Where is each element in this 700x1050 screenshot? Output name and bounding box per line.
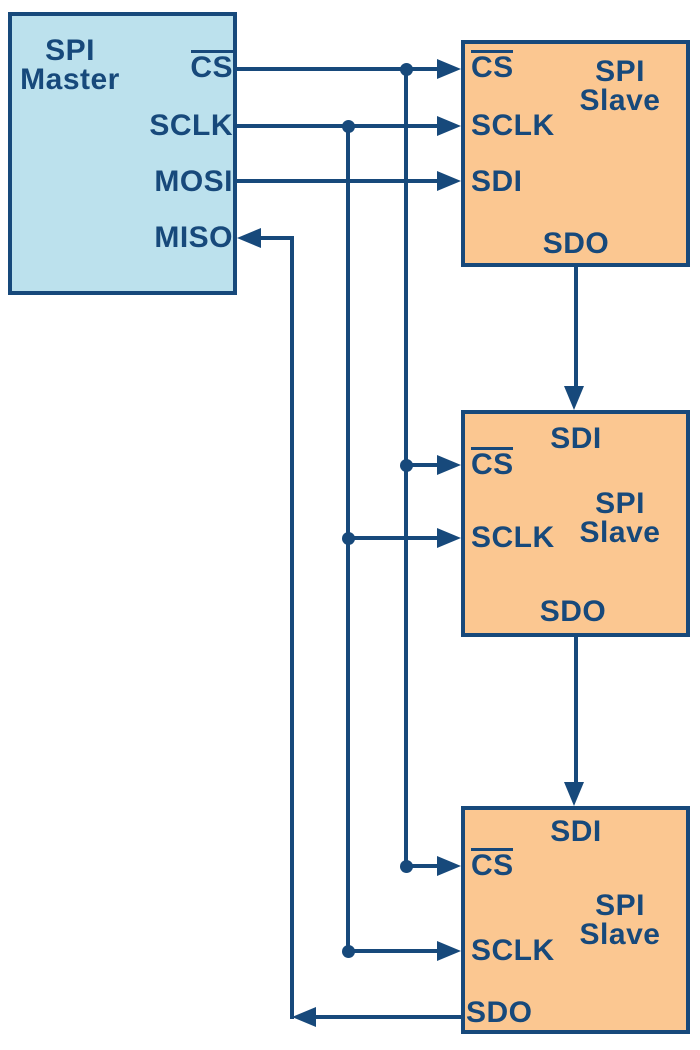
master-title-line2: Master xyxy=(20,63,120,96)
slave1-pin-sdo: SDO xyxy=(542,227,610,260)
slave2-pin-cs-label: CS xyxy=(471,448,514,481)
arrowhead-miso-master xyxy=(237,228,261,248)
slave1-title: SPI Slave xyxy=(559,55,681,117)
slave1-title-line2: Slave xyxy=(579,84,661,117)
slave2-title: SPI Slave xyxy=(559,487,681,549)
cs-overline xyxy=(191,50,233,53)
wire-slave3-sdo-horizontal xyxy=(314,1015,461,1019)
wire-slave1-sdo-to-slave2-sdi xyxy=(574,267,578,388)
wire-cs-to-slave2 xyxy=(406,463,439,467)
master-pin-mosi: MOSI xyxy=(154,165,233,198)
wire-sclk-master-to-slave1 xyxy=(237,124,439,128)
slave3-title: SPI Slave xyxy=(559,889,681,951)
wire-sclk-to-slave3 xyxy=(348,949,439,953)
spi-slave1-box xyxy=(461,40,690,267)
slave3-pin-sdo: SDO xyxy=(466,996,533,1029)
junction-dot-cs-slave1 xyxy=(400,63,413,76)
master-pin-cs-label: CS xyxy=(190,51,233,84)
arrowhead-cs-slave1 xyxy=(437,59,461,79)
arrowhead-sclk-slave3 xyxy=(437,941,461,961)
slave3-pin-sdi: SDI xyxy=(550,815,602,848)
junction-dot-sclk-slave2 xyxy=(342,532,355,545)
arrowhead-sclk-slave2 xyxy=(437,528,461,548)
slave3-title-line2: Slave xyxy=(579,918,661,951)
wire-cs-master-to-slave1 xyxy=(237,67,439,71)
cs-overline xyxy=(471,848,513,851)
wire-miso-vertical xyxy=(290,236,294,1019)
master-pin-cs: CS xyxy=(133,50,233,86)
master-pin-miso: MISO xyxy=(154,221,233,254)
arrowhead-miso-corner xyxy=(292,1007,316,1027)
arrowhead-slave2-sdi xyxy=(564,386,584,410)
wire-miso-to-master xyxy=(259,236,294,240)
slave3-pin-sclk: SCLK xyxy=(471,934,555,967)
slave2-pin-sclk: SCLK xyxy=(471,521,555,554)
arrowhead-slave3-sdi xyxy=(564,782,584,806)
wire-slave2-sdo-to-slave3-sdi xyxy=(574,637,578,784)
cs-overline xyxy=(471,447,513,450)
spi-master-box xyxy=(8,12,237,295)
slave1-title-line1: SPI xyxy=(595,55,645,88)
arrowhead-cs-slave3 xyxy=(437,856,461,876)
arrowhead-mosi-slave1 xyxy=(437,171,461,191)
slave1-pin-cs-label: CS xyxy=(471,51,514,84)
slave3-pin-cs-label: CS xyxy=(471,849,514,882)
junction-dot-cs-slave3 xyxy=(400,860,413,873)
arrowhead-cs-slave2 xyxy=(437,455,461,475)
wire-cs-to-slave3 xyxy=(406,864,439,868)
wire-mosi-to-slave1-sdi xyxy=(237,179,439,183)
spi-slave3-box xyxy=(461,806,690,1034)
slave2-title-line1: SPI xyxy=(595,487,645,520)
slave1-pin-sclk: SCLK xyxy=(471,109,555,142)
slave1-pin-sdi: SDI xyxy=(471,165,523,198)
slave3-pin-cs: CS xyxy=(471,848,571,884)
master-pin-sclk: SCLK xyxy=(149,109,233,142)
arrowhead-sclk-slave1 xyxy=(437,116,461,136)
slave2-pin-cs: CS xyxy=(471,447,571,483)
junction-dot-sclk-slave1 xyxy=(342,120,355,133)
junction-dot-sclk-slave3 xyxy=(342,945,355,958)
cs-overline xyxy=(471,50,513,53)
slave2-title-line2: Slave xyxy=(579,516,661,549)
slave1-pin-cs: CS xyxy=(471,50,571,86)
slave3-title-line1: SPI xyxy=(595,889,645,922)
master-title-line1: SPI xyxy=(45,34,95,67)
slave2-pin-sdo: SDO xyxy=(539,595,607,628)
master-title: SPI Master xyxy=(10,34,130,96)
wire-sclk-to-slave2 xyxy=(348,536,439,540)
slave2-pin-sdi: SDI xyxy=(550,422,602,455)
junction-dot-cs-slave2 xyxy=(400,459,413,472)
